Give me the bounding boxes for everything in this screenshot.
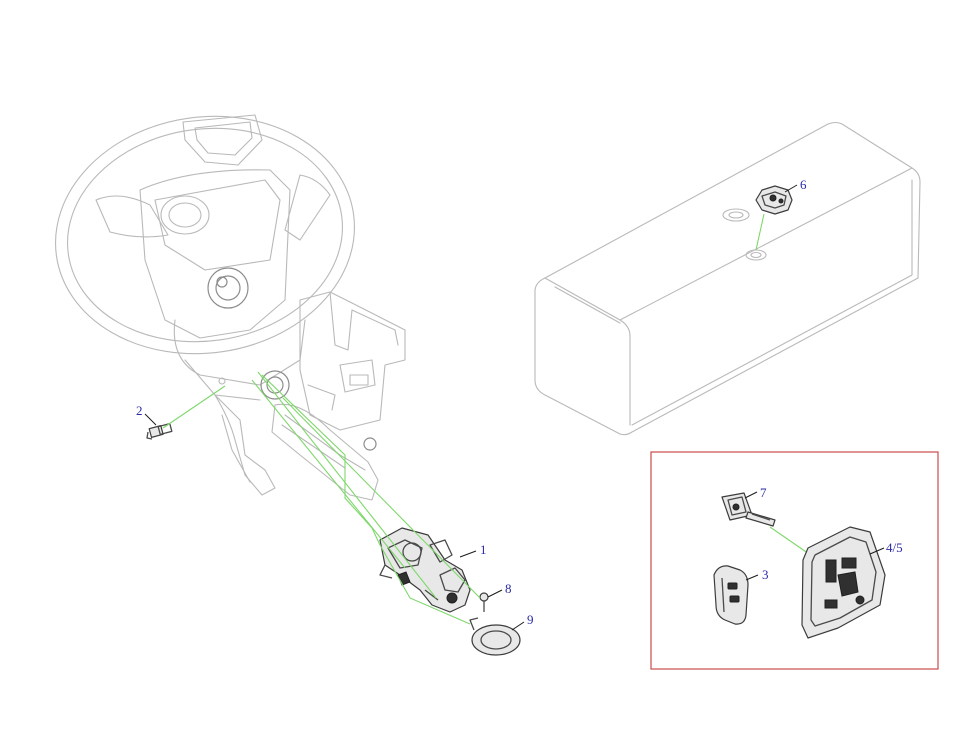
callout-number: 2 [136, 403, 143, 418]
part-2-bolt [146, 422, 173, 440]
detail-box [650, 451, 939, 670]
callout-number: 6 [800, 177, 807, 192]
callout-number: 7 [760, 485, 767, 500]
part-1-ignition-switch [379, 527, 471, 613]
callout-number: 4/5 [886, 540, 903, 555]
callout-4-5: 4/5 [869, 540, 903, 555]
callout-9: 9 [511, 612, 534, 631]
callout-3: 3 [745, 567, 769, 582]
callout-number: 3 [762, 567, 769, 582]
callout-8: 8 [487, 581, 512, 598]
part-8-screw [479, 592, 489, 612]
callout-number: 8 [505, 581, 512, 596]
steering-wheel [55, 114, 355, 401]
part-7-key [721, 492, 776, 527]
part-4-5-panel [801, 526, 886, 639]
part-6-fuel-cap [755, 185, 793, 215]
leader-lines [162, 213, 813, 625]
callout-2: 2 [136, 403, 157, 426]
part-9-trim-ring [469, 617, 521, 656]
callout-1: 1 [459, 542, 487, 558]
fuel-tank [534, 121, 921, 436]
part-3-remote [713, 565, 749, 625]
pedal-bracket [214, 291, 406, 501]
callout-number: 9 [527, 612, 534, 627]
callout-7: 7 [744, 485, 767, 500]
callout-number: 1 [480, 542, 487, 557]
callout-6: 6 [784, 177, 807, 193]
